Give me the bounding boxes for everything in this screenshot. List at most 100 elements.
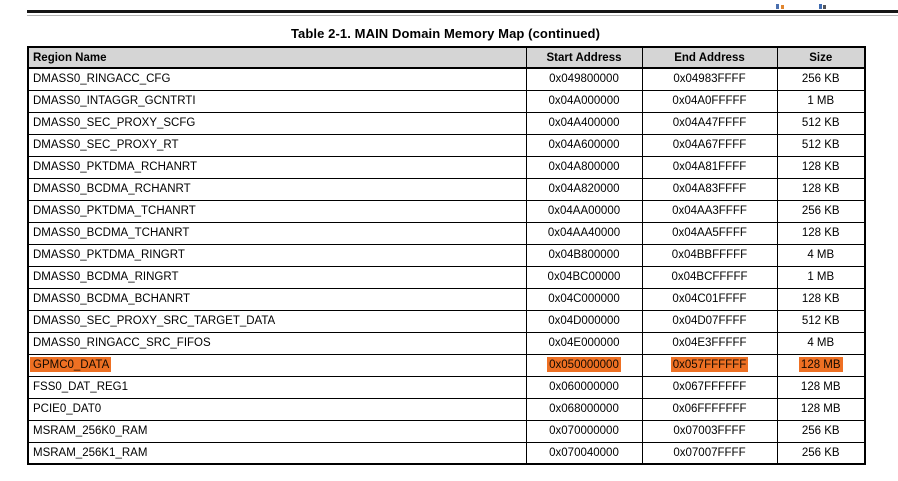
cell-text: 0x04A600000 bbox=[548, 139, 620, 151]
clipped-header-text-fragment bbox=[819, 4, 827, 9]
cell-text: 0x04AA00000 bbox=[547, 205, 621, 217]
memory-map-table: Region Name Start Address End Address Si… bbox=[27, 46, 866, 465]
cell-text: 0x04BC00000 bbox=[547, 271, 621, 283]
size-cell: 128 KB bbox=[776, 155, 866, 179]
size-cell: 128 MB bbox=[776, 397, 866, 421]
start-address-cell: 0x050000000 bbox=[525, 353, 643, 377]
region-name-cell: DMASS0_PKTDMA_RCHANRT bbox=[27, 155, 527, 179]
end-address-cell: 0x04C01FFFF bbox=[641, 287, 778, 311]
cell-text: 0x04BBFFFFF bbox=[671, 249, 748, 261]
cell-text: 0x04AA3FFFF bbox=[672, 205, 747, 217]
page-header-rule-shadow bbox=[27, 15, 898, 16]
cell-text: DMASS0_SEC_PROXY_RT bbox=[33, 139, 179, 151]
start-address-cell: 0x04AA00000 bbox=[525, 199, 643, 223]
cell-text: 0x04BCFFFFF bbox=[671, 271, 748, 283]
column-header-region-name: Region Name bbox=[27, 46, 527, 69]
size-cell: 512 KB bbox=[776, 309, 866, 333]
cell-text: 0x04AA40000 bbox=[547, 227, 621, 239]
start-address-cell: 0x060000000 bbox=[525, 375, 643, 399]
table-row: DMASS0_BCDMA_RCHANRT 0x04A820000 0x04A83FF… bbox=[27, 177, 866, 201]
cell-text: FSS0_DAT_REG1 bbox=[33, 381, 129, 393]
region-name-cell: PCIE0_DAT0 bbox=[27, 397, 527, 421]
size-cell: 1 MB bbox=[776, 265, 866, 289]
cell-text-highlighted: 128 MB bbox=[798, 357, 843, 372]
size-cell: 4 MB bbox=[776, 331, 866, 355]
cell-text: 0x04A81FFFF bbox=[672, 161, 747, 173]
start-address-cell: 0x070040000 bbox=[525, 441, 643, 465]
table-row: DMASS0_SEC_PROXY_RT 0x04A600000 0x04A67FFF… bbox=[27, 133, 866, 157]
cell-text: DMASS0_PKTDMA_RINGRT bbox=[33, 249, 185, 261]
cell-text: 0x07007FFFF bbox=[673, 446, 746, 459]
end-address-cell: 0x04A67FFFF bbox=[641, 133, 778, 157]
cell-text: 0x04C000000 bbox=[548, 293, 620, 305]
size-cell: 128 KB bbox=[776, 221, 866, 245]
start-address-cell: 0x070000000 bbox=[525, 419, 643, 443]
cell-text: 0x04E000000 bbox=[548, 337, 620, 349]
cell-text-highlighted: GPMC0_DATA bbox=[30, 357, 112, 372]
cell-text: 0x068000000 bbox=[549, 403, 619, 415]
cell-text: 256 KB bbox=[801, 446, 840, 459]
size-cell: 128 MB bbox=[776, 375, 866, 399]
cell-text: MSRAM_256K1_RAM bbox=[33, 446, 148, 459]
cell-text: DMASS0_RINGACC_SRC_FIFOS bbox=[33, 337, 211, 349]
cell-text: DMASS0_SEC_PROXY_SCFG bbox=[33, 117, 196, 129]
end-address-cell: 0x057FFFFFF bbox=[641, 353, 778, 377]
region-name-cell: DMASS0_RINGACC_CFG bbox=[27, 67, 527, 91]
cell-text: 0x04A83FFFF bbox=[672, 183, 747, 195]
cell-text-highlighted: 0x050000000 bbox=[547, 357, 621, 372]
cell-text: 256 KB bbox=[801, 205, 840, 217]
start-address-cell: 0x068000000 bbox=[525, 397, 643, 421]
cell-text: 0x049800000 bbox=[549, 73, 619, 86]
cell-text: 128 KB bbox=[801, 293, 840, 305]
region-name-cell: DMASS0_BCDMA_RINGRT bbox=[27, 265, 527, 289]
end-address-cell: 0x04AA3FFFF bbox=[641, 199, 778, 223]
end-address-cell: 0x07007FFFF bbox=[641, 441, 778, 465]
cell-text: 0x060000000 bbox=[549, 381, 619, 393]
cell-text: 0x04A67FFFF bbox=[672, 139, 747, 151]
size-cell: 512 KB bbox=[776, 111, 866, 135]
cell-text: 0x04A47FFFF bbox=[672, 117, 747, 129]
size-cell: 128 KB bbox=[776, 177, 866, 201]
start-address-cell: 0x04D000000 bbox=[525, 309, 643, 333]
end-address-cell: 0x04AA5FFFF bbox=[641, 221, 778, 245]
cell-text: DMASS0_PKTDMA_TCHANRT bbox=[33, 205, 196, 217]
start-address-cell: 0x04B800000 bbox=[525, 243, 643, 267]
cell-text: 0x070040000 bbox=[549, 446, 619, 459]
size-cell: 256 KB bbox=[776, 441, 866, 465]
end-address-cell: 0x04E3FFFFF bbox=[641, 331, 778, 355]
cell-text: 1 MB bbox=[807, 271, 835, 283]
region-name-cell: DMASS0_INTAGGR_GCNTRTI bbox=[27, 89, 527, 113]
region-name-cell: DMASS0_RINGACC_SRC_FIFOS bbox=[27, 331, 527, 355]
cell-text: 0x04AA5FFFF bbox=[672, 227, 747, 239]
end-address-cell: 0x04A81FFFF bbox=[641, 155, 778, 179]
region-name-cell: DMASS0_PKTDMA_RINGRT bbox=[27, 243, 527, 267]
region-name-cell: DMASS0_BCDMA_RCHANRT bbox=[27, 177, 527, 201]
end-address-cell: 0x04A0FFFFF bbox=[641, 89, 778, 113]
end-address-cell: 0x04A83FFFF bbox=[641, 177, 778, 201]
cell-text: 0x04E3FFFFF bbox=[672, 337, 747, 349]
cell-text: 0x04A820000 bbox=[548, 183, 620, 195]
cell-text: 512 KB bbox=[801, 139, 840, 151]
start-address-cell: 0x04A800000 bbox=[525, 155, 643, 179]
cell-text: 0x04A800000 bbox=[548, 161, 620, 173]
page-header-rule bbox=[27, 10, 898, 13]
cell-text: DMASS0_BCDMA_RCHANRT bbox=[33, 183, 191, 195]
region-name-cell: MSRAM_256K0_RAM bbox=[27, 419, 527, 443]
cell-text: 0x07003FFFF bbox=[673, 425, 746, 437]
cell-text: 0x04B800000 bbox=[548, 249, 620, 261]
size-cell: 256 KB bbox=[776, 67, 866, 91]
cell-text: 256 KB bbox=[801, 73, 840, 86]
start-address-cell: 0x049800000 bbox=[525, 67, 643, 91]
cell-text: 0x070000000 bbox=[549, 425, 619, 437]
cell-text: 0x04A0FFFFF bbox=[672, 95, 747, 107]
cell-text: 0x04D000000 bbox=[548, 315, 620, 327]
cell-text: 4 MB bbox=[807, 249, 835, 261]
table-row: GPMC0_DATA 0x050000000 0x057FFFFFF 128 MB bbox=[27, 353, 866, 377]
cell-text: 128 KB bbox=[801, 183, 840, 195]
